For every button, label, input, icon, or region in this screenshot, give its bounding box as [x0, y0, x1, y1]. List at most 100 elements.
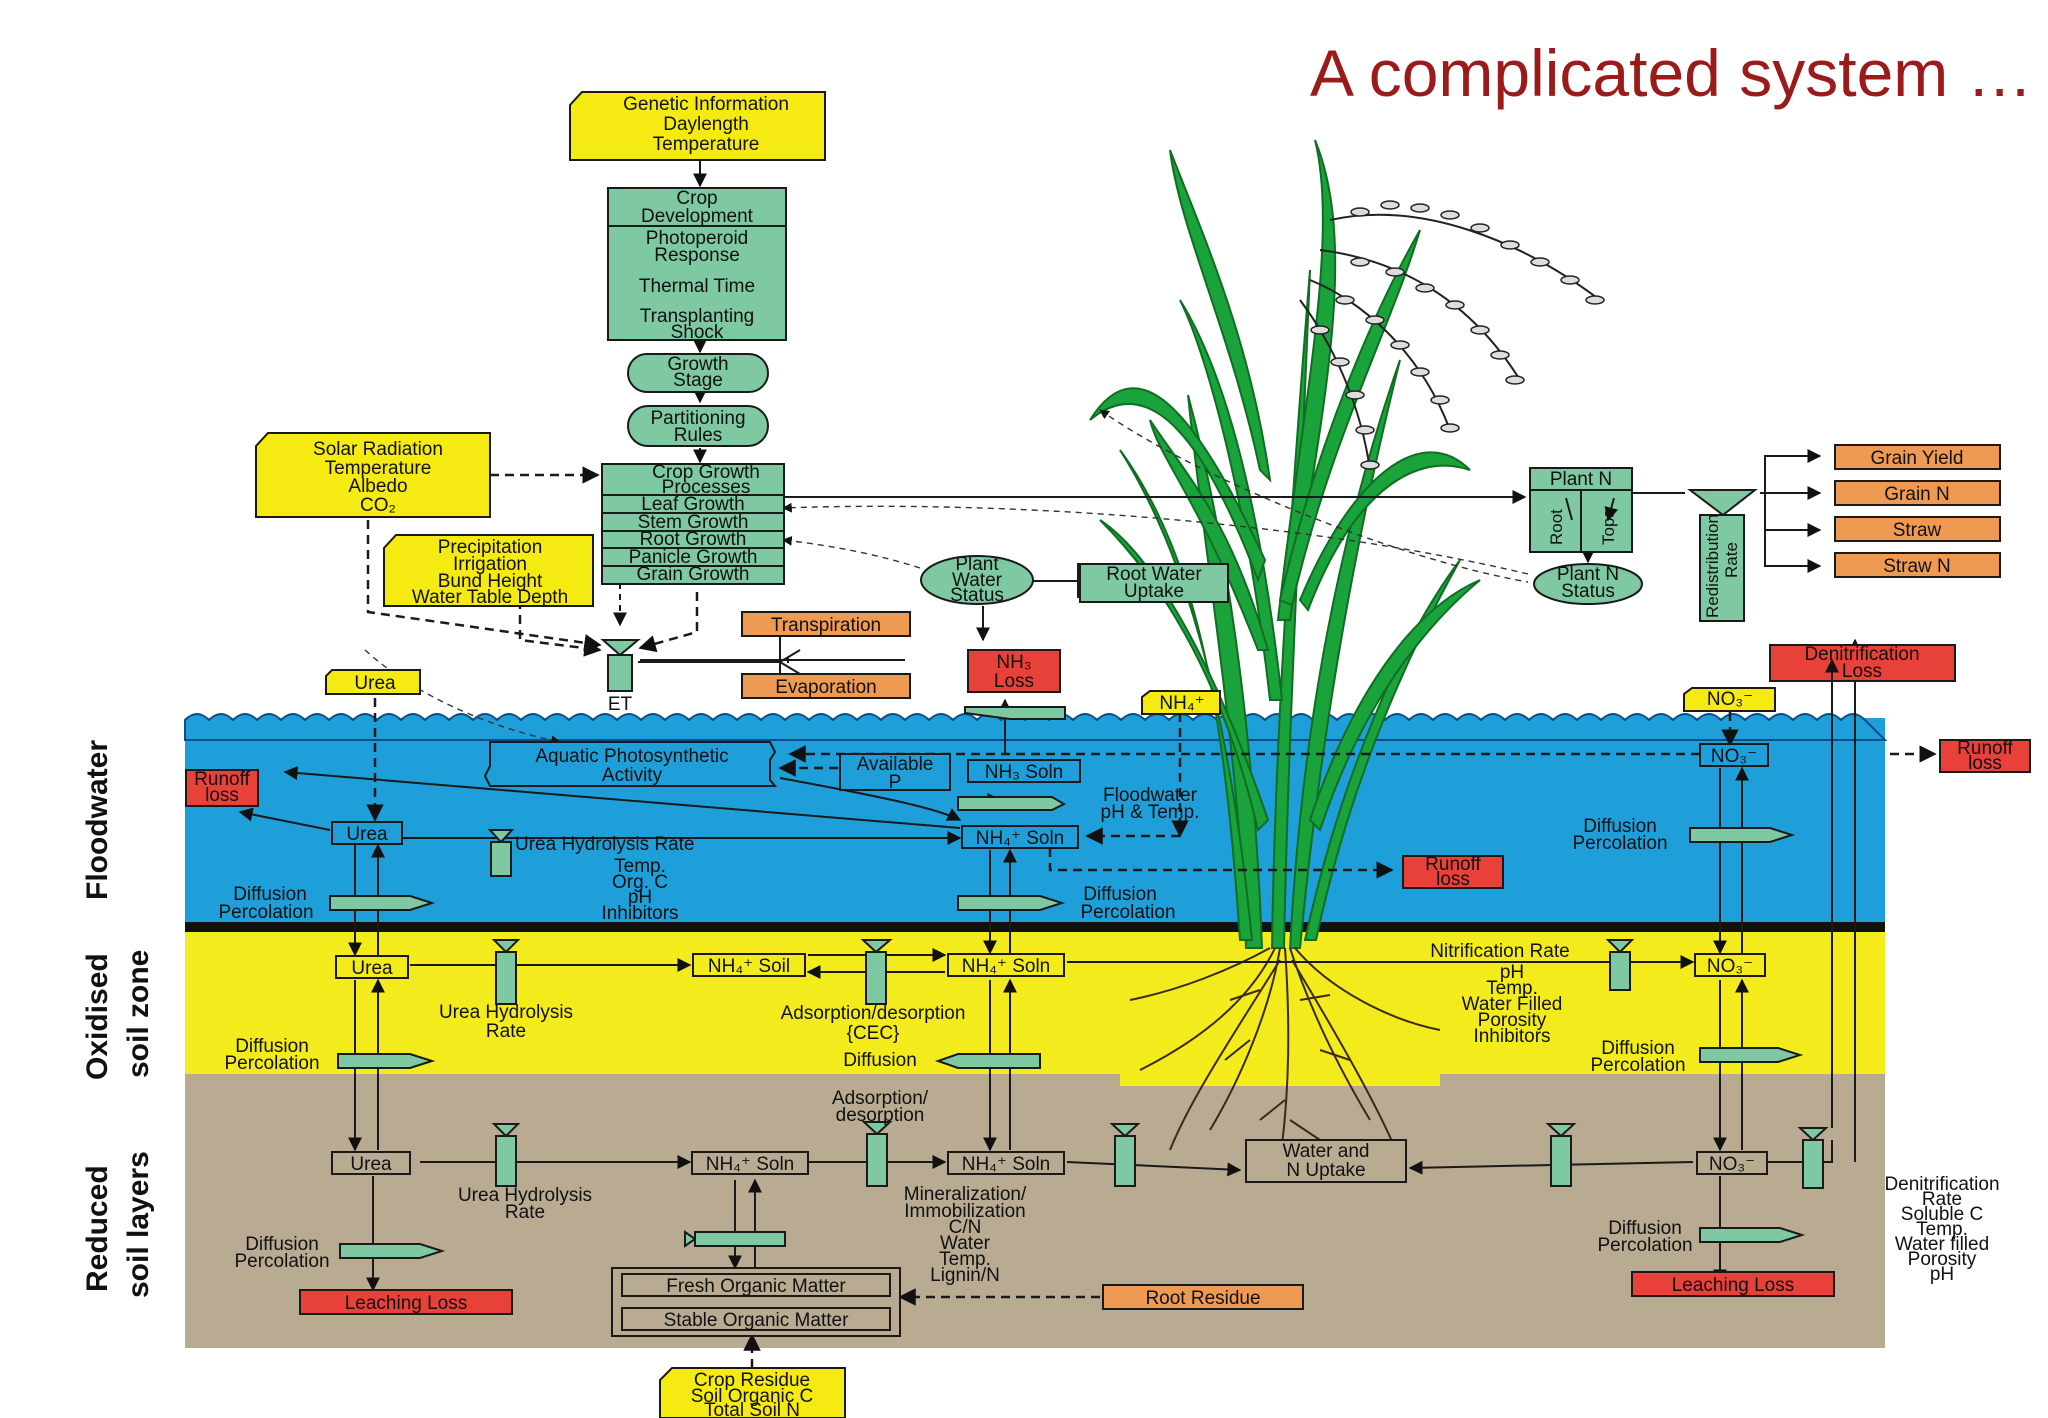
- oxidised-urea-hydrolysis-line-1: Urea Hydrolysis: [439, 1002, 573, 1023]
- nh3-loss-line-2: Loss: [994, 671, 1034, 692]
- reduced-no3-label: NO₃⁻: [1709, 1154, 1755, 1175]
- plant-water-status-line-1: Plant: [955, 554, 999, 575]
- nh3-loss-line-1: NH₃: [996, 652, 1031, 673]
- denitrification-rate-line-6: Porosity: [1908, 1249, 1977, 1270]
- input-precip-line-3: Bund Height: [438, 571, 543, 592]
- transpiration-tag: Transpiration: [741, 611, 911, 637]
- transpiration-label: Transpiration: [771, 615, 881, 636]
- plant-water-status-oval: Plant Water Status: [920, 554, 1034, 606]
- output-grain-yield-label: Grain Yield: [1871, 448, 1964, 469]
- mineralization-factors: Mineralization/ Immobilization C/N Water…: [904, 1184, 1027, 1286]
- reduced-nh4-soln-a-box: NH₄⁺ Soln: [691, 1151, 809, 1175]
- redistribution-line-1: Redistribution: [1703, 514, 1722, 618]
- mineralization-line-6: Lignin/N: [930, 1265, 1000, 1286]
- nh3-loss-tag: NH₃ Loss: [967, 649, 1061, 693]
- input-urea-label: Urea: [354, 673, 396, 694]
- reduced-diffusion-left-line-2: Percolation: [234, 1251, 329, 1272]
- zone-label-floodwater: Floodwater: [81, 740, 114, 900]
- oxidised-adsorption: Adsorption/desorption {CEC}: [781, 939, 966, 1044]
- floodwater-nh4-soln-label: NH₄⁺ Soln: [976, 828, 1065, 849]
- denitrification-rate-line-3: Soluble C: [1901, 1204, 1983, 1225]
- oxidised-adsorption-line-1: Adsorption/desorption: [781, 1003, 966, 1024]
- oxidised-no3-label: NO₃⁻: [1707, 956, 1753, 977]
- root-water-uptake-box: Root Water Uptake: [1079, 563, 1229, 603]
- mineralization-line-5: Temp.: [939, 1249, 991, 1270]
- floodwater-diffusion-center-line-1: Diffusion: [1083, 884, 1157, 905]
- input-precip-line-1: Precipitation: [438, 537, 543, 558]
- input-solar-line-3: Albedo: [348, 476, 407, 497]
- floodwater-diffusion-left: Diffusion Percolation: [218, 884, 436, 923]
- oxidised-diffusion-label: Diffusion: [843, 1050, 917, 1071]
- oxidised-diffusion-right-line-2: Percolation: [1590, 1055, 1685, 1076]
- plant-water-status-line-3: Status: [950, 585, 1004, 606]
- aquatic-photosynthetic-box: Aquatic Photosynthetic Activity: [483, 741, 778, 787]
- et-valve: ET: [600, 639, 641, 715]
- oxidised-diffusion-left-line-1: Diffusion: [235, 1036, 309, 1057]
- floodwater-diffusion-center: Diffusion Percolation: [957, 884, 1176, 923]
- input-solar-line-1: Solar Radiation: [313, 439, 443, 460]
- floodwater-diffusion-left-line-2: Percolation: [218, 902, 313, 923]
- leaching-loss-left-label: Leaching Loss: [345, 1293, 468, 1314]
- denitrification-valve: [1797, 1127, 1829, 1189]
- input-nh4-box: NH₄⁺: [1141, 690, 1221, 715]
- growth-stage-line-1: Growth: [667, 354, 728, 375]
- plant-n-box: Plant N Root Tops: [1529, 467, 1633, 553]
- input-crop-residue-line-1: Crop Residue: [694, 1370, 810, 1391]
- output-straw-label: Straw: [1893, 520, 1942, 541]
- plant-n-root: Root: [1547, 509, 1566, 545]
- floodwater-soil-divider: [185, 922, 1885, 932]
- nitrification-factor-1: pH: [1500, 962, 1524, 983]
- water-n-uptake-line-1: Water and: [1283, 1141, 1370, 1162]
- floodwater-diffusion-left-line-1: Diffusion: [233, 884, 307, 905]
- denitrification-rate-line-7: pH: [1930, 1264, 1954, 1285]
- hydrolysis-factor-4: Inhibitors: [601, 903, 678, 924]
- available-p-box: Available P: [839, 753, 951, 793]
- reduced-urea-hydrolysis: Urea Hydrolysis Rate: [458, 1123, 592, 1223]
- reduced-urea-label: Urea: [350, 1154, 392, 1175]
- input-precip-line-4: Water Table Depth: [412, 587, 568, 608]
- oxidised-root-pocket: [1120, 1074, 1440, 1086]
- hydrolysis-factor-1: Temp.: [614, 856, 666, 877]
- reduced-diffusion-right-line-1: Diffusion: [1608, 1218, 1682, 1239]
- input-crop-residue-box: Crop Residue Soil Organic C Total Soil N: [659, 1367, 846, 1418]
- output-straw-n-label: Straw N: [1883, 556, 1951, 577]
- floodwater-nh4-soln-box: NH₄⁺ Soln: [961, 825, 1079, 849]
- nitrification-rate-label: Nitrification Rate: [1430, 941, 1569, 962]
- crop-development-line-4: Response: [654, 245, 740, 266]
- output-straw-tag: Straw: [1834, 516, 2001, 542]
- redistribution-rate-valve: Redistribution Rate: [1687, 489, 1758, 622]
- crop-development-line-1: Crop: [676, 188, 717, 209]
- output-straw-n-tag: Straw N: [1834, 552, 2001, 578]
- mineralization-line-3: C/N: [949, 1217, 982, 1238]
- partitioning-line-1: Partitioning: [650, 408, 745, 429]
- input-genetic-box: Genetic Information Daylength Temperatur…: [569, 91, 826, 161]
- reduced-valve-right: [1545, 1123, 1577, 1187]
- floodwater-urea-hydrolysis: Urea Hydrolysis Rate Temp. Org. C pH Inh…: [487, 829, 695, 924]
- et-split-connector: [638, 649, 801, 675]
- floodwater-urea-hydrolysis-label: Urea Hydrolysis Rate: [515, 834, 695, 855]
- crop-development-box: Crop Development Photoperoid Response Th…: [607, 187, 787, 343]
- input-genetic-line-2: Daylength: [663, 114, 749, 135]
- zone-label-reduced: Reduced: [81, 1165, 114, 1292]
- crop-growth-box: Crop Growth Processes Leaf Growth Stem G…: [601, 462, 785, 585]
- output-grain-yield-tag: Grain Yield: [1834, 444, 2001, 470]
- floodwater-nh3-soln-label: NH₃ Soln: [985, 762, 1064, 783]
- reduced-urea-hydrolysis-line-1: Urea Hydrolysis: [458, 1185, 592, 1206]
- oxidised-diffusion-right-line-1: Diffusion: [1601, 1038, 1675, 1059]
- evaporation-tag: Evaporation: [741, 673, 911, 699]
- redistribution-line-2: Rate: [1722, 542, 1741, 578]
- crop-growth-line-2: Processes: [662, 477, 751, 498]
- crop-growth-line-5: Root Growth: [640, 529, 747, 550]
- available-p-line-2: P: [889, 772, 902, 793]
- input-genetic-line-1: Genetic Information: [623, 94, 789, 115]
- oxidised-nh4-soln-label: NH₄⁺ Soln: [962, 956, 1051, 977]
- root-residue-tag: Root Residue: [1102, 1284, 1304, 1310]
- floodwater-no3-box: NO₃⁻: [1699, 743, 1769, 767]
- aquatic-line-1: Aquatic Photosynthetic: [535, 746, 728, 767]
- denitrification-loss-line-2: Loss: [1842, 661, 1882, 682]
- reduced-diffusion-right: Diffusion Percolation: [1597, 1218, 1806, 1256]
- reduced-adsorption-line-2: desorption: [836, 1105, 925, 1126]
- nitrification-factor-5: Inhibitors: [1473, 1026, 1550, 1047]
- partitioning-rules-oval: Partitioning Rules: [627, 405, 769, 447]
